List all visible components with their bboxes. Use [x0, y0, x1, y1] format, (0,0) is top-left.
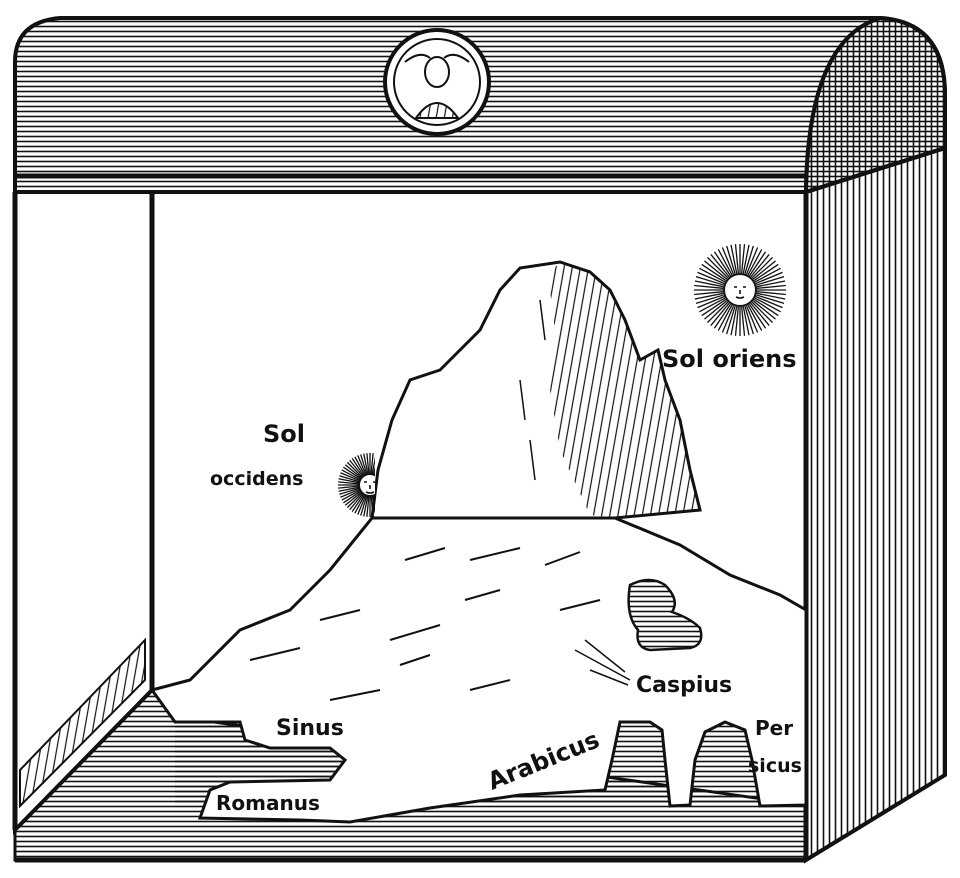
label-sol-oriens: Sol oriens: [662, 345, 797, 373]
label-sinus: Sinus: [276, 716, 344, 741]
rising-sun-icon: [694, 244, 786, 336]
setting-sun-icon: [338, 453, 375, 517]
label-occidens: occidens: [210, 468, 303, 490]
deity-medallion-icon: [383, 28, 491, 136]
box-left-wall: [13, 190, 155, 835]
label-per: Per: [755, 716, 793, 740]
label-sol-occidens-sol: Sol: [263, 420, 305, 448]
label-romanus: Romanus: [216, 791, 320, 815]
box-right-wall: [803, 15, 947, 864]
label-caspius: Caspius: [636, 673, 732, 698]
northern-mountain: [370, 260, 702, 520]
caspian-sea: [627, 578, 703, 652]
label-sicus: sicus: [748, 755, 802, 777]
